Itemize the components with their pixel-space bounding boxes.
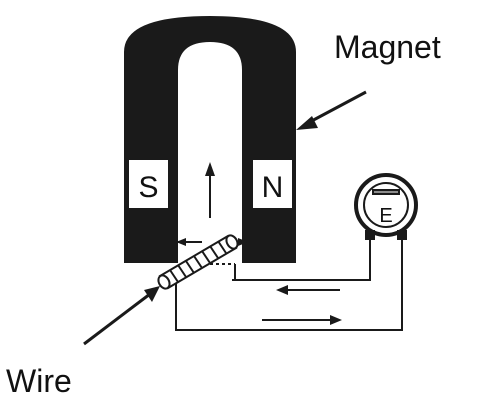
wire-pointer-arrow: [83, 286, 160, 346]
south-pole-label: S: [138, 171, 158, 204]
magnet-pointer-arrow: [296, 90, 367, 130]
wire-label: Wire: [6, 363, 72, 399]
north-pole-box: [253, 160, 292, 208]
current-arrows: [262, 285, 342, 325]
horseshoe-magnet: [124, 16, 296, 263]
meter-terminal-left: [365, 230, 375, 240]
meter-label: E: [379, 205, 392, 227]
circuit-wires: [175, 238, 403, 331]
magnet-label: Magnet: [334, 29, 441, 65]
motion-arrow: [205, 162, 215, 218]
south-pole-box: [129, 160, 168, 208]
meter-terminal-right: [397, 230, 407, 240]
north-pole-label: N: [262, 171, 284, 204]
wire-conductor: [157, 234, 239, 290]
meter: E: [354, 173, 418, 240]
